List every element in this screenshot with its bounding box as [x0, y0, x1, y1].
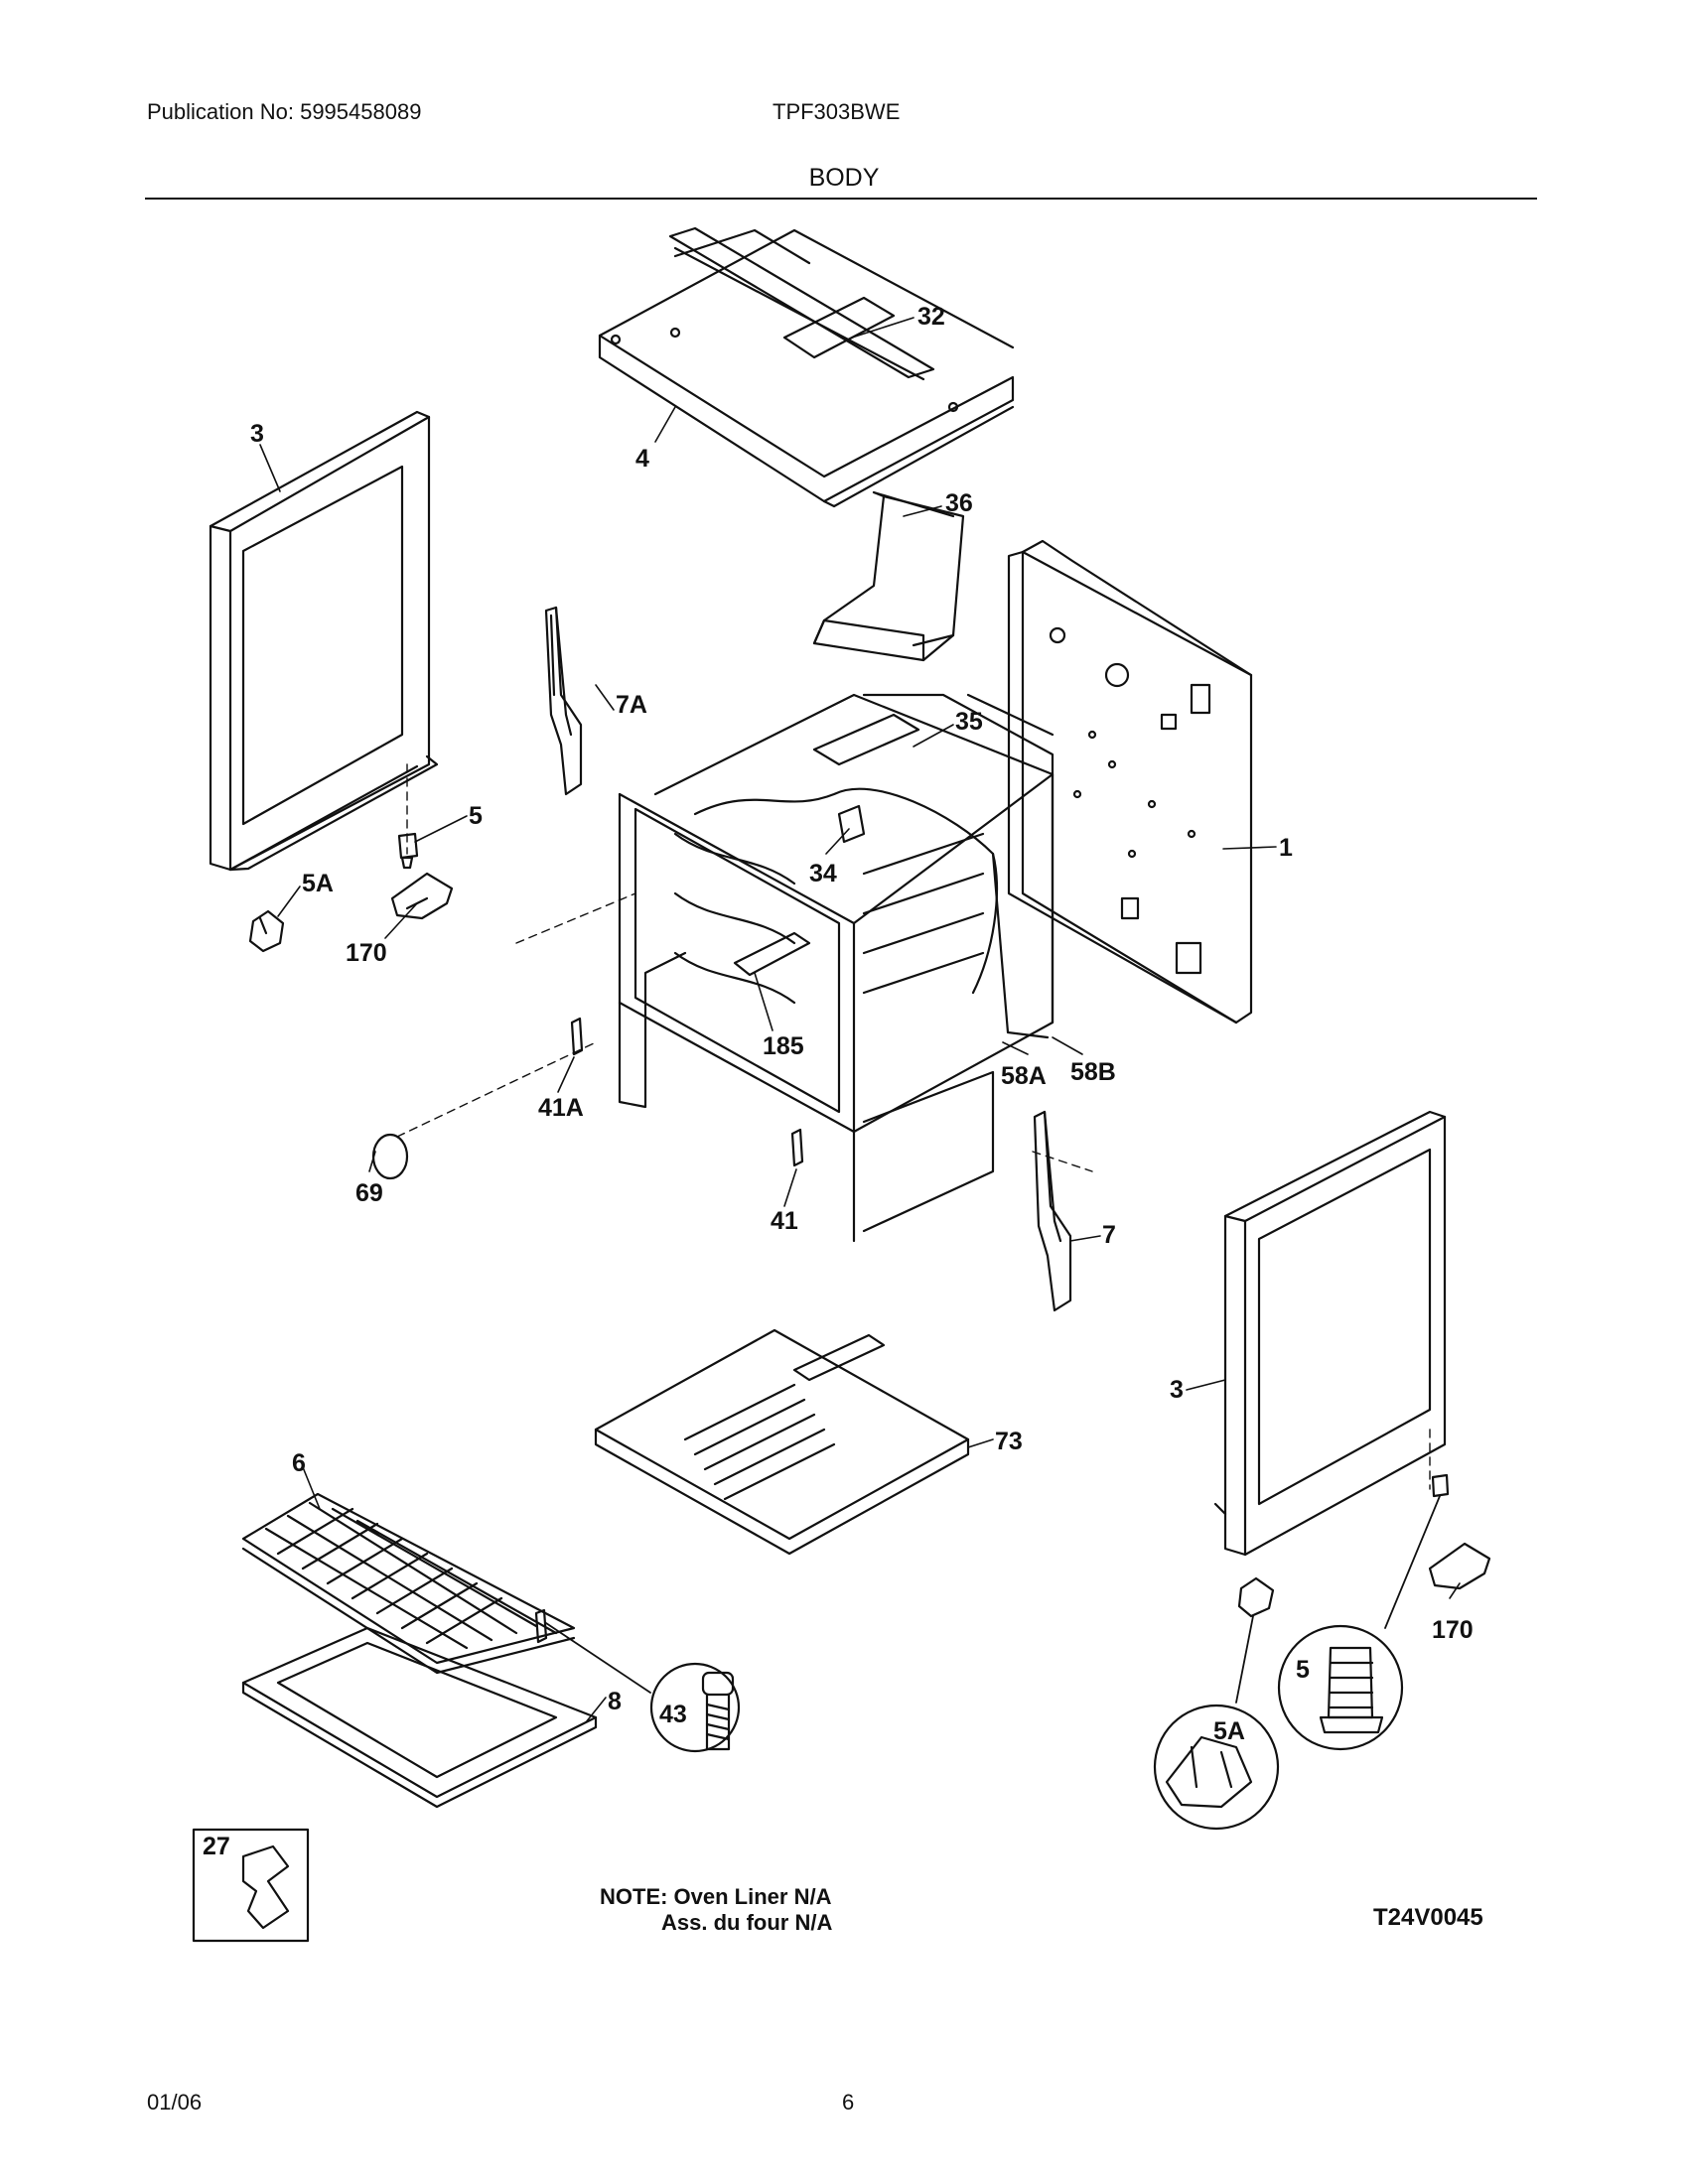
callout-7: 7 — [1102, 1221, 1116, 1249]
inset-box-27 — [192, 1828, 310, 1943]
callout-58A: 58A — [1001, 1062, 1047, 1090]
callout-5A-left: 5A — [302, 870, 334, 897]
part-leg-bracket-170-left — [390, 872, 454, 920]
callout-3-right: 3 — [1170, 1376, 1184, 1404]
publication-number: Publication No: 5995458089 — [147, 99, 422, 124]
detail-leveling-leg-5 — [1277, 1624, 1404, 1751]
part-bottom-panel — [594, 1328, 970, 1556]
callout-27: 27 — [203, 1833, 230, 1860]
part-oven-rack — [241, 1492, 576, 1675]
callout-4: 4 — [635, 445, 649, 473]
part-element-185 — [733, 931, 811, 977]
callout-leader-lines — [259, 317, 1461, 1723]
part-broiler-pan — [241, 1626, 598, 1809]
part-hinge-receiver-41 — [790, 1128, 804, 1167]
callout-1: 1 — [1279, 834, 1293, 862]
detail-screw-43 — [534, 1608, 741, 1753]
part-leg-bracket-170-right — [1428, 1542, 1491, 1590]
callout-69: 69 — [355, 1179, 383, 1207]
callout-7A: 7A — [616, 691, 647, 719]
callout-5-left: 5 — [469, 802, 483, 830]
callout-41: 41 — [771, 1207, 798, 1235]
callout-185: 185 — [763, 1032, 804, 1060]
callout-170-left: 170 — [346, 939, 387, 967]
callout-73: 73 — [995, 1428, 1023, 1455]
part-vent-35 — [812, 713, 920, 766]
part-cooktop-support — [598, 226, 1015, 508]
header-rule — [145, 198, 1537, 200]
callout-5-circle: 5 — [1296, 1656, 1310, 1684]
callout-labels: 32 4 3 36 7A 35 1 5 5A 170 34 185 41A 58… — [203, 303, 1474, 1860]
model-number: TPF303BWE — [773, 99, 901, 124]
part-light-lens-69 — [371, 1133, 409, 1180]
note-line-french: Ass. du four N/A — [661, 1910, 833, 1935]
callout-32: 32 — [917, 303, 945, 331]
part-leg-bracket-5A-left — [248, 909, 285, 953]
part-sensor-34 — [837, 804, 866, 844]
callout-58B: 58B — [1070, 1058, 1116, 1086]
part-leveling-leg-right — [1384, 1473, 1450, 1629]
callout-5A-circle: 5A — [1213, 1717, 1245, 1745]
part-heat-deflector — [812, 490, 965, 662]
part-leveling-leg-left — [397, 832, 419, 870]
callout-3-left: 3 — [250, 420, 264, 448]
section-title: BODY — [808, 164, 880, 192]
callout-35: 35 — [955, 708, 983, 736]
part-hinge-7A — [544, 606, 583, 796]
part-oven-frame — [618, 693, 1055, 1243]
callout-170-right: 170 — [1432, 1616, 1474, 1644]
diagram-code: T24V0045 — [1373, 1904, 1483, 1931]
callout-36: 36 — [945, 489, 973, 517]
part-left-side-panel — [209, 410, 439, 872]
note-line-english: NOTE: Oven Liner N/A — [600, 1884, 832, 1909]
callout-8: 8 — [608, 1688, 622, 1715]
page-number: 6 — [842, 2090, 855, 2115]
part-back-panel — [1007, 539, 1253, 1024]
part-leg-bracket-5A-right — [1235, 1576, 1275, 1704]
part-right-side-panel — [1213, 1110, 1447, 1557]
assembly-leader-lines — [396, 763, 1431, 1490]
detail-leg-bracket-5A — [1153, 1704, 1280, 1831]
callout-41A: 41A — [538, 1094, 584, 1122]
part-front-bracket — [668, 226, 935, 379]
part-hinge-receiver-41A — [570, 1017, 584, 1056]
footer-date: 01/06 — [147, 2090, 203, 2115]
callout-6: 6 — [292, 1449, 306, 1477]
callout-34: 34 — [809, 860, 837, 887]
callout-43: 43 — [659, 1701, 687, 1728]
part-hinge-7 — [1033, 1110, 1072, 1312]
